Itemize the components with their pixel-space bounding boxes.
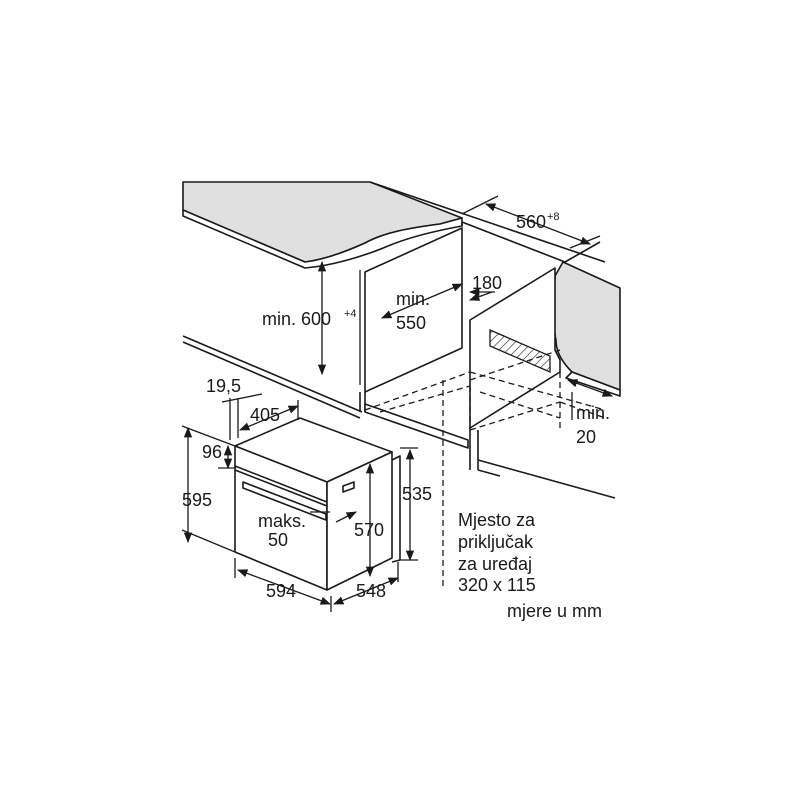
worktop-front-edge: [182, 209, 463, 269]
label-548: 548: [356, 581, 386, 601]
oven: [234, 417, 401, 591]
label-595: 595: [182, 490, 212, 510]
label-min-550-line2: 550: [396, 313, 426, 333]
cabinet-base-right: [477, 459, 616, 499]
cabinet-base-left: [364, 403, 469, 449]
cabinet-niche: [182, 181, 616, 499]
worktop-right: [546, 261, 621, 397]
connection-note: Mjesto za priključak za uređaj 320 x 115: [458, 510, 536, 595]
worktop: [182, 181, 463, 269]
label-19-5: 19,5: [206, 376, 241, 396]
oven-side-detail: [342, 481, 355, 493]
label-405: 405: [250, 405, 280, 425]
units-note: mjere u mm: [507, 601, 602, 621]
label-594: 594: [266, 581, 296, 601]
connection-note-line4: 320 x 115: [458, 575, 536, 595]
label-570: 570: [354, 520, 384, 540]
label-maks-50: 50: [268, 530, 288, 550]
label-96: 96: [202, 442, 222, 462]
cabinet-left-panel: [364, 227, 463, 393]
label-180: 180: [472, 273, 502, 293]
label-min-600: min. 600: [262, 309, 331, 329]
connection-note-line3: za uređaj: [458, 554, 532, 574]
connection-note-line2: priključak: [458, 532, 534, 552]
label-min-20-line1: min.: [576, 403, 610, 423]
dimension-labels: 560 +8 min. 600 +4 min. 550 180 min. 20 …: [182, 211, 610, 601]
label-535: 535: [402, 484, 432, 504]
label-560: 560: [516, 212, 546, 232]
connection-note-line1: Mjesto za: [458, 510, 536, 530]
label-maks: maks.: [258, 511, 306, 531]
connection-area: [489, 329, 551, 373]
dimension-lines: [181, 195, 613, 612]
label-min-20-line2: 20: [576, 427, 596, 447]
label-560-sup: +8: [547, 211, 560, 223]
label-600-sup: +4: [344, 308, 357, 320]
label-min-550-line1: min.: [396, 289, 430, 309]
oven-handle: [242, 481, 327, 521]
hidden-lines: [364, 349, 606, 590]
